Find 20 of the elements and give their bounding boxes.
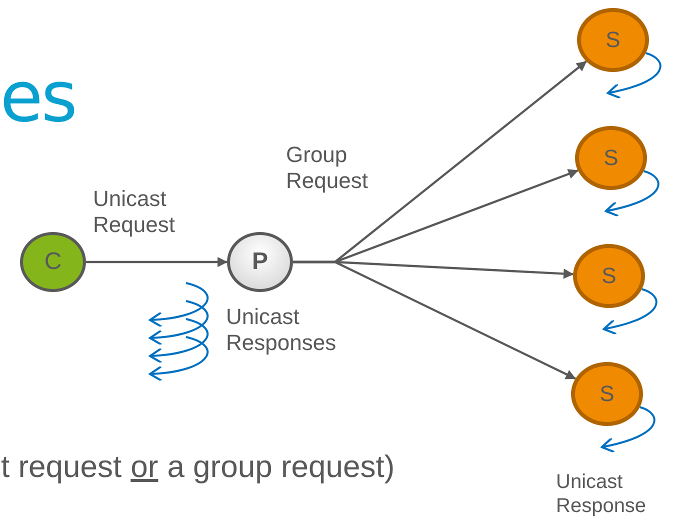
- caption-text: or: [130, 448, 158, 486]
- node-letter: S: [600, 381, 614, 407]
- edge-label: Unicast Request: [93, 186, 176, 239]
- node-letter: S: [606, 27, 620, 53]
- node-letter: C: [44, 248, 62, 276]
- node-letter: P: [252, 248, 268, 276]
- slide-title: es: [0, 62, 76, 132]
- text-label: Unicast Responses: [226, 304, 338, 357]
- arrow: [293, 260, 576, 380]
- text-label: Group Request: [286, 142, 369, 195]
- response-arrow: [602, 288, 658, 335]
- response-arrow: [606, 52, 662, 99]
- arrow: [86, 256, 228, 268]
- text-label: Unicast Response: [556, 470, 648, 518]
- response-arrow: [604, 170, 660, 217]
- caption-text: a group request): [167, 448, 395, 486]
- node-letter: S: [602, 263, 616, 289]
- caption-text: t request: [1, 448, 122, 486]
- response-arrow: [600, 406, 656, 453]
- node-letter: S: [604, 145, 618, 171]
